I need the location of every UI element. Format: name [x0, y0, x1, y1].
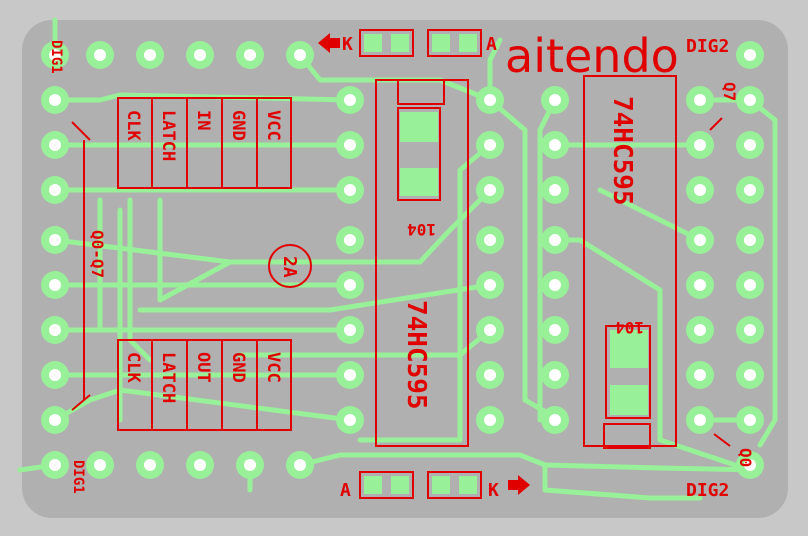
pad-drill-hole	[294, 49, 306, 61]
pad-drill-hole	[194, 49, 206, 61]
q0-label: Q0	[736, 448, 755, 467]
pad-drill-hole	[484, 369, 496, 381]
pad-drill-hole	[694, 324, 706, 336]
arrow-right-icon	[508, 475, 530, 495]
pad-drill-hole	[49, 234, 61, 246]
pad-drill-hole	[694, 234, 706, 246]
q-range-label: Q0-Q7	[88, 230, 107, 278]
pad-drill-hole	[744, 279, 756, 291]
pad-drill-hole	[144, 459, 156, 471]
pad-drill-hole	[244, 459, 256, 471]
pad-drill-hole	[744, 94, 756, 106]
pad-drill-hole	[484, 234, 496, 246]
pad-drill-hole	[49, 414, 61, 426]
brand-logo: aitendo	[505, 29, 679, 83]
pad-drill-hole	[294, 459, 306, 471]
pad-drill-hole	[344, 369, 356, 381]
pad-drill-hole	[484, 184, 496, 196]
pad-drill-hole	[694, 369, 706, 381]
chip-right-label: 74HC595	[607, 96, 637, 206]
pad-drill-hole	[484, 94, 496, 106]
pad-drill-hole	[344, 234, 356, 246]
pad-drill-hole	[49, 369, 61, 381]
through-hole-pads	[41, 41, 764, 479]
pad-drill-hole	[49, 94, 61, 106]
pad-drill-hole	[694, 184, 706, 196]
q7-label: Q7	[720, 82, 739, 101]
input-connector-label-4: CLK	[123, 110, 143, 141]
cap-right-label: 104	[615, 318, 644, 337]
input-connector-label-1: GND	[228, 110, 248, 141]
pad-drill-hole	[49, 49, 61, 61]
silkscreen	[71, 29, 731, 499]
output-connector-label-0: VCC	[263, 352, 283, 383]
pad-drill-hole	[244, 49, 256, 61]
pad-drill-hole	[344, 139, 356, 151]
pad-drill-hole	[744, 414, 756, 426]
pad-drill-hole	[484, 279, 496, 291]
pad-drill-hole	[344, 414, 356, 426]
led-k-top-label: K	[342, 34, 353, 55]
input-connector-label-3: LATCH	[158, 110, 178, 161]
pad-drill-hole	[49, 324, 61, 336]
arrow-left-icon	[318, 33, 340, 53]
pad-drill-hole	[484, 324, 496, 336]
pad-drill-hole	[744, 369, 756, 381]
pad-drill-hole	[549, 414, 561, 426]
input-connector-label-0: VCC	[263, 110, 283, 141]
pad-drill-hole	[194, 459, 206, 471]
chip-left-label: 74HC595	[401, 300, 431, 410]
pad-drill-hole	[484, 139, 496, 151]
pad-drill-hole	[484, 414, 496, 426]
dig1-top-label: DIG1	[48, 40, 64, 74]
input-connector-labels: VCC GND IN LATCH CLK	[123, 110, 283, 161]
pad-drill-hole	[549, 139, 561, 151]
pad-drill-hole	[94, 49, 106, 61]
led-a-bottom-label: A	[340, 480, 351, 501]
cap-left-label: 104	[407, 220, 436, 239]
pad-drill-hole	[744, 49, 756, 61]
pad-drill-hole	[694, 94, 706, 106]
pad-drill-hole	[344, 94, 356, 106]
pad-drill-hole	[694, 139, 706, 151]
dig2-bottom-label: DIG2	[686, 480, 729, 501]
pad-drill-hole	[744, 324, 756, 336]
input-connector-label-2: IN	[193, 110, 213, 130]
pad-drill-hole	[549, 369, 561, 381]
pad-drill-hole	[549, 279, 561, 291]
output-connector-label-1: GND	[228, 352, 248, 383]
pad-drill-hole	[744, 234, 756, 246]
led-a-top-label: A	[486, 34, 497, 55]
dig2-top-label: DIG2	[686, 36, 729, 57]
pad-drill-hole	[744, 459, 756, 471]
pad-drill-hole	[144, 49, 156, 61]
pad-drill-hole	[549, 234, 561, 246]
pad-drill-hole	[694, 279, 706, 291]
pad-drill-hole	[744, 139, 756, 151]
pad-drill-hole	[549, 184, 561, 196]
current-label: 2A	[279, 256, 300, 278]
pad-drill-hole	[744, 184, 756, 196]
pad-drill-hole	[49, 184, 61, 196]
pad-drill-hole	[94, 459, 106, 471]
output-connector-label-2: OUT	[193, 352, 213, 383]
pad-drill-hole	[549, 324, 561, 336]
pad-drill-hole	[344, 184, 356, 196]
pad-drill-hole	[694, 414, 706, 426]
led-arrows	[318, 33, 530, 495]
pad-drill-hole	[344, 324, 356, 336]
dig1-bottom-label: DIG1	[70, 460, 86, 494]
led-k-bottom-label: K	[488, 480, 499, 501]
pad-drill-hole	[549, 94, 561, 106]
pad-drill-hole	[49, 279, 61, 291]
pad-drill-hole	[49, 459, 61, 471]
smd-pads	[364, 34, 648, 494]
pad-drill-hole	[344, 279, 356, 291]
pad-drill-hole	[49, 139, 61, 151]
output-connector-label-4: CLK	[123, 352, 143, 383]
output-connector-labels: VCC GND OUT LATCH CLK	[123, 352, 283, 403]
output-connector-label-3: LATCH	[158, 352, 178, 403]
